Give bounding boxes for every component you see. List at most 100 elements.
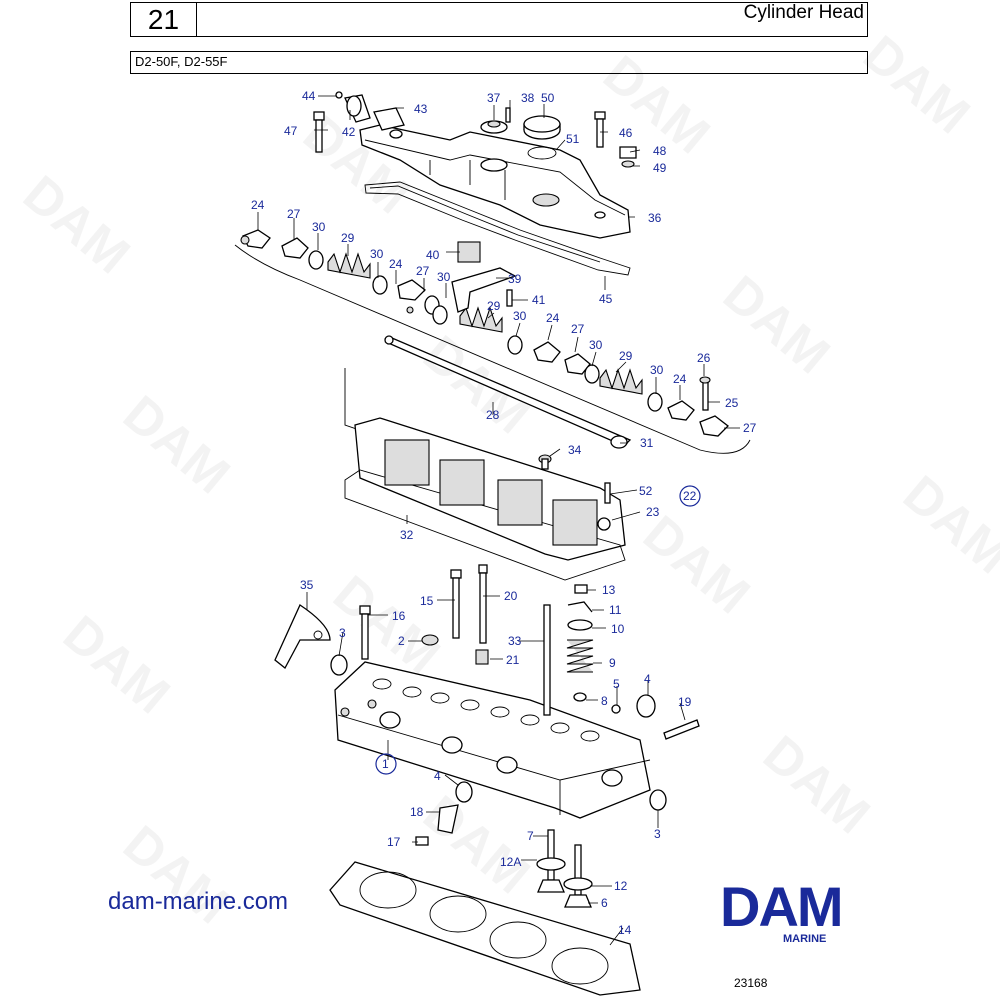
valve-cover-gasket: [364, 181, 631, 276]
callout-5: 5: [613, 677, 620, 691]
svg-text:DAM: DAM: [752, 725, 880, 846]
callout-8: 8: [601, 694, 608, 708]
callout-27c: 27: [571, 322, 585, 336]
callout-24a: 24: [251, 198, 265, 212]
svg-text:DAM: DAM: [892, 465, 1000, 586]
brand-logo: DAM: [720, 878, 844, 938]
svg-text:DAM: DAM: [632, 505, 760, 626]
callout-29a: 29: [341, 231, 355, 245]
callout-6: 6: [601, 896, 608, 910]
model-label: D2-50F, D2-55F: [135, 54, 228, 69]
callout-24d: 24: [673, 372, 687, 386]
model-bar: D2-50F, D2-55F: [130, 51, 868, 74]
callout-30f: 30: [650, 363, 664, 377]
head-gasket: [329, 861, 641, 996]
callout-23: 23: [646, 505, 660, 519]
svg-text:DAM: DAM: [852, 25, 980, 146]
bolt-46: [594, 111, 606, 148]
callout-19: 19: [678, 695, 692, 709]
callout-44: 44: [302, 89, 316, 103]
oil-filler-cap: [523, 115, 561, 160]
callout-50: 50: [541, 91, 555, 105]
svg-text:DAM: DAM: [112, 815, 240, 936]
valve-spring-set: [566, 584, 594, 702]
website-link[interactable]: dam-marine.com: [108, 888, 289, 915]
callout-51: 51: [566, 132, 580, 146]
callout-41: 41: [532, 293, 546, 307]
callout-15: 15: [420, 594, 434, 608]
brand-subtitle: MARINE: [783, 933, 827, 945]
callout-27a: 27: [287, 207, 301, 221]
callout-24b: 24: [389, 257, 403, 271]
lifting-eye-35: [274, 604, 331, 669]
callout-4b: 4: [434, 769, 441, 783]
valve-cover: [359, 124, 631, 239]
callout-37: 37: [487, 91, 501, 105]
leader-lines: [257, 95, 740, 946]
callout-46: 46: [619, 126, 633, 140]
callout-30b: 30: [370, 247, 384, 261]
callout-48: 48: [653, 144, 667, 158]
callout-33: 33: [508, 634, 522, 648]
rocker-arms: [240, 229, 729, 437]
callout-22: 22: [683, 489, 697, 503]
bracket-42-43: [313, 91, 405, 153]
rocker-shaft: [384, 335, 632, 449]
callout-17: 17: [387, 835, 401, 849]
svg-text:DAM: DAM: [52, 605, 180, 726]
callout-34: 34: [568, 443, 582, 457]
nut-48: [619, 146, 637, 168]
callout-26: 26: [697, 351, 711, 365]
reference-circle-22: [679, 485, 701, 507]
callout-39: 39: [508, 272, 522, 286]
page-title: Cylinder Head: [743, 2, 864, 23]
callout-3a: 3: [339, 626, 346, 640]
callout-9: 9: [609, 656, 616, 670]
callout-11: 11: [609, 603, 622, 617]
callout-30a: 30: [312, 220, 326, 234]
callout-36: 36: [648, 211, 662, 225]
rocker-springs: [327, 252, 643, 395]
stud-19: [663, 719, 700, 740]
callout-45: 45: [599, 292, 613, 306]
callout-20: 20: [504, 589, 518, 603]
callout-12A: 12A: [500, 855, 521, 869]
cylinder-head: [334, 661, 651, 819]
rocker-housing: [344, 417, 626, 581]
callout-30c: 30: [437, 270, 451, 284]
bracket-18: [415, 804, 459, 846]
callout-27d: 27: [743, 421, 757, 435]
svg-text:DAM: DAM: [720, 878, 842, 938]
callout-13: 13: [602, 583, 616, 597]
diagram-number: 23168: [734, 976, 768, 990]
svg-text:DAM: DAM: [12, 165, 140, 286]
callout-2: 2: [398, 634, 405, 648]
callout-47: 47: [284, 124, 298, 138]
callout-25: 25: [725, 396, 739, 410]
callout-18: 18: [410, 805, 424, 819]
callout-12: 12: [614, 879, 628, 893]
callout-21: 21: [506, 653, 520, 667]
callout-1: 1: [382, 757, 389, 771]
callout-35: 35: [300, 578, 314, 592]
reference-circle-1: [375, 753, 397, 775]
callout-28: 28: [486, 408, 500, 422]
page-number: 21: [131, 3, 197, 36]
rocker-bracket-39-40: [451, 241, 517, 313]
callout-52: 52: [639, 484, 653, 498]
valves: [536, 829, 593, 908]
callout-27b: 27: [416, 264, 430, 278]
callout-30d: 30: [513, 309, 527, 323]
callout-29b: 29: [487, 299, 501, 313]
svg-text:DAM: DAM: [112, 385, 240, 506]
callout-14: 14: [618, 923, 632, 937]
callout-24c: 24: [546, 311, 560, 325]
callout-29c: 29: [619, 349, 633, 363]
rocker-assembly-bracket: [234, 244, 751, 454]
callout-42: 42: [342, 125, 356, 139]
plugs: [330, 654, 667, 811]
callout-31: 31: [640, 436, 654, 450]
callout-labels: 44 43 47 42 37 38 50 51 46 48 49 36 24 2…: [251, 89, 757, 937]
callout-40: 40: [426, 248, 440, 262]
